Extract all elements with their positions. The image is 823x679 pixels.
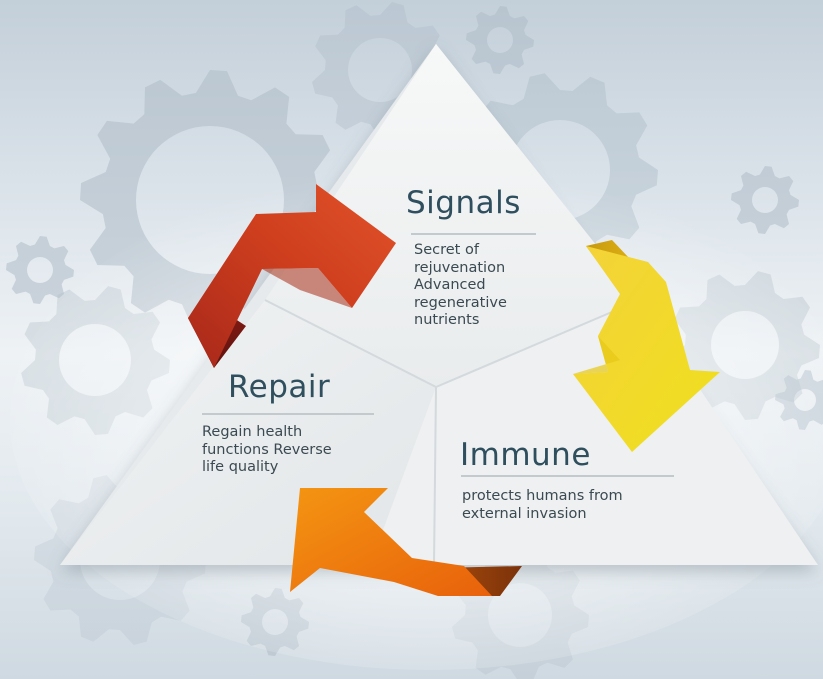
immune-line: protects humans from	[462, 488, 623, 504]
panel-immune	[370, 300, 818, 565]
repair-line: Regain health	[202, 424, 303, 440]
immune-description: protects humans from external invasion	[462, 488, 623, 523]
signals-line: rejuvenation	[414, 259, 506, 276]
gear-icon	[6, 236, 74, 304]
repair-title: Repair	[228, 369, 331, 405]
gear-icon	[466, 6, 534, 74]
signals-line: nutrients	[414, 312, 480, 328]
signals-line: Advanced	[414, 277, 486, 293]
immune-title: Immune	[460, 437, 591, 473]
repair-line: functions Reverse	[202, 441, 332, 458]
repair-description: Regain health functions Reverse life qua…	[202, 424, 332, 477]
cycle-arrow-icon	[573, 240, 720, 452]
repair-line: life quality	[202, 459, 279, 475]
signals-title: Signals	[406, 185, 521, 221]
cycle-arrow-icon	[290, 488, 522, 596]
panel-signals	[265, 44, 640, 387]
immune-line: external invasion	[462, 505, 587, 522]
panel-creases	[264, 299, 641, 566]
gear-icon	[731, 166, 799, 234]
signals-line: Secret of	[414, 242, 479, 258]
signals-description: Secret of rejuvenation Advanced regenera…	[414, 242, 507, 330]
signals-line: regenerative	[414, 294, 507, 311]
cycle-arrow-icon	[188, 184, 396, 368]
